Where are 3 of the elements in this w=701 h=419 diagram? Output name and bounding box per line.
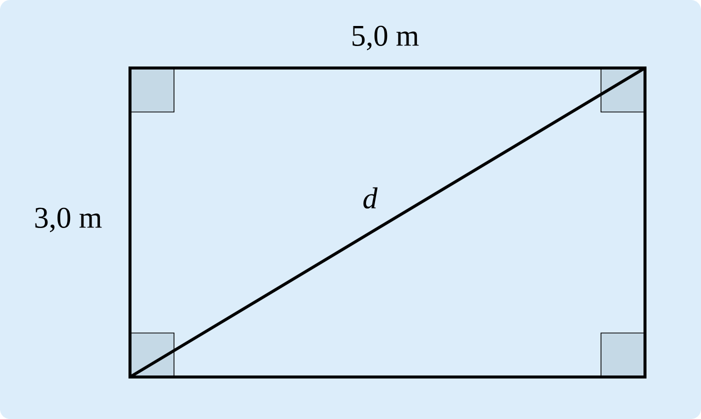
diagonal-label: d xyxy=(363,187,378,209)
dimension-label: 3,0 m xyxy=(35,208,102,232)
dimension-label: 5,0 m xyxy=(352,26,419,50)
